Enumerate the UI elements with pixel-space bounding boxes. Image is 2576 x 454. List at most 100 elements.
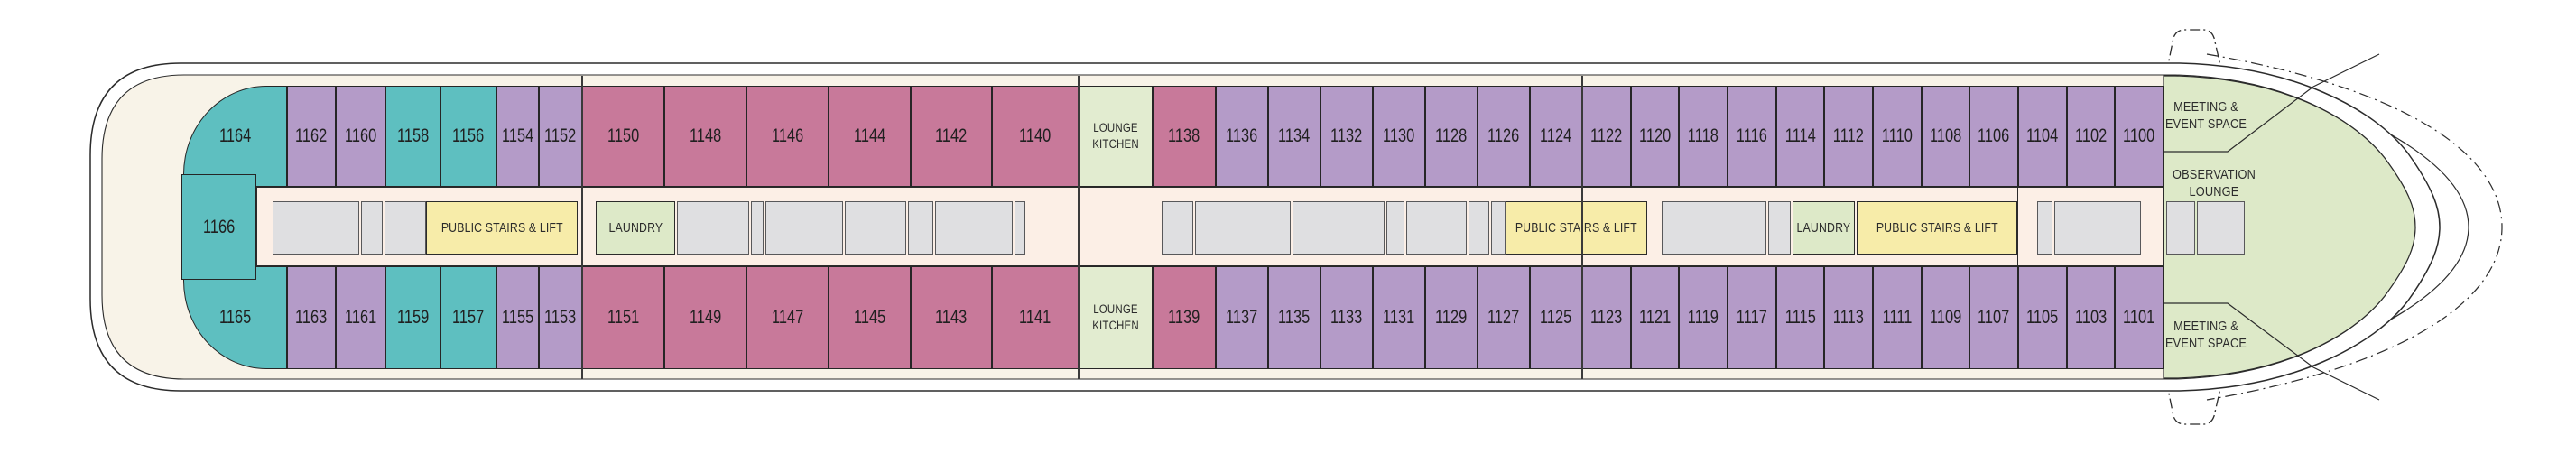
cabin-1132[interactable]: 1132 — [1320, 86, 1373, 187]
cabin-1157[interactable]: 1157 — [440, 266, 496, 369]
cabin-1148[interactable]: 1148 — [664, 86, 746, 187]
cabin-number: 1113 — [1832, 307, 1864, 328]
cabin-1121[interactable]: 1121 — [1631, 266, 1679, 369]
cabin-1106[interactable]: 1106 — [1969, 86, 2018, 187]
cabin-1160[interactable]: 1160 — [336, 86, 385, 187]
laundry-label: LAUNDRY — [1796, 220, 1851, 236]
cabin-1166[interactable]: 1166 — [181, 174, 256, 280]
service-block — [1293, 201, 1385, 255]
cabin-number: 1107 — [1978, 307, 2010, 328]
service-block — [935, 201, 1013, 255]
cabin-number: 1161 — [344, 307, 377, 328]
cabin-1101[interactable]: 1101 — [2115, 266, 2164, 369]
cabin-1155[interactable]: 1155 — [496, 266, 539, 369]
cabin-1123[interactable]: 1123 — [1582, 266, 1631, 369]
cabin-1164[interactable]: 1164 — [183, 86, 287, 187]
cabin-1144[interactable]: 1144 — [829, 86, 911, 187]
cabin-number: 1165 — [218, 307, 252, 328]
cabin-1156[interactable]: 1156 — [440, 86, 496, 187]
cabin-1125[interactable]: 1125 — [1530, 266, 1582, 369]
cabin-1131[interactable]: 1131 — [1373, 266, 1425, 369]
cabin-1134[interactable]: 1134 — [1268, 86, 1320, 187]
service-block — [1662, 201, 1766, 255]
meeting-event-space-top: MEETING & EVENT SPACE — [2164, 100, 2247, 133]
cabin-1115[interactable]: 1115 — [1776, 266, 1824, 369]
laundry-room: LAUNDRY — [596, 201, 675, 255]
cabin-number: 1132 — [1330, 125, 1363, 146]
cabin-1118[interactable]: 1118 — [1679, 86, 1728, 187]
cabin-1136[interactable]: 1136 — [1216, 86, 1268, 187]
cabin-1162[interactable]: 1162 — [287, 86, 336, 187]
cabin-number: 1158 — [396, 125, 430, 146]
cabin-number: 1156 — [452, 125, 485, 146]
cabin-1147[interactable]: 1147 — [746, 266, 829, 369]
cabin-1150[interactable]: 1150 — [582, 86, 664, 187]
cabin-1161[interactable]: 1161 — [336, 266, 385, 369]
cabin-number: 1138 — [1168, 125, 1200, 146]
cabin-1151[interactable]: 1151 — [582, 266, 664, 369]
cabin-1130[interactable]: 1130 — [1373, 86, 1425, 187]
cabin-1102[interactable]: 1102 — [2067, 86, 2115, 187]
cabin-number: 1124 — [1540, 125, 1572, 146]
cabin-1127[interactable]: 1127 — [1478, 266, 1530, 369]
cabin-1129[interactable]: 1129 — [1425, 266, 1478, 369]
lounge-kitchen-top: LOUNGE KITCHEN — [1079, 86, 1153, 187]
cabin-1110[interactable]: 1110 — [1873, 86, 1922, 187]
cabin-1149[interactable]: 1149 — [664, 266, 746, 369]
cabin-1114[interactable]: 1114 — [1776, 86, 1824, 187]
cabin-1139[interactable]: 1139 — [1153, 266, 1216, 369]
cabin-1158[interactable]: 1158 — [385, 86, 440, 187]
cabin-1108[interactable]: 1108 — [1922, 86, 1969, 187]
cabin-1133[interactable]: 1133 — [1320, 266, 1373, 369]
cabin-1113[interactable]: 1113 — [1824, 266, 1873, 369]
cabin-1140[interactable]: 1140 — [992, 86, 1079, 187]
cabin-1104[interactable]: 1104 — [2018, 86, 2067, 187]
cabin-1119[interactable]: 1119 — [1679, 266, 1728, 369]
cabin-number: 1163 — [295, 307, 328, 328]
cabin-1142[interactable]: 1142 — [911, 86, 992, 187]
cabin-number: 1112 — [1832, 125, 1864, 146]
cabin-1103[interactable]: 1103 — [2067, 266, 2115, 369]
cabin-1159[interactable]: 1159 — [385, 266, 440, 369]
lounge-kitchen-bottom: LOUNGE KITCHEN — [1079, 266, 1153, 369]
cabin-number: 1133 — [1330, 307, 1363, 328]
cabin-1109[interactable]: 1109 — [1922, 266, 1969, 369]
section-divider — [581, 76, 583, 379]
cabin-1128[interactable]: 1128 — [1425, 86, 1478, 187]
service-block — [1469, 201, 1489, 255]
cabin-number: 1141 — [1019, 307, 1052, 328]
cabin-1145[interactable]: 1145 — [829, 266, 911, 369]
cabin-number: 1102 — [2074, 125, 2108, 146]
cabin-1117[interactable]: 1117 — [1728, 266, 1776, 369]
cabin-1146[interactable]: 1146 — [746, 86, 829, 187]
cabin-1100[interactable]: 1100 — [2115, 86, 2164, 187]
service-block — [2166, 201, 2195, 255]
cabin-1135[interactable]: 1135 — [1268, 266, 1320, 369]
cabin-1112[interactable]: 1112 — [1824, 86, 1873, 187]
cabin-number: 1116 — [1736, 125, 1767, 146]
service-block — [1386, 201, 1404, 255]
cabin-1111[interactable]: 1111 — [1873, 266, 1922, 369]
cabin-1120[interactable]: 1120 — [1631, 86, 1679, 187]
observation-lounge: OBSERVATION LOUNGE — [2173, 168, 2256, 200]
cabin-1143[interactable]: 1143 — [911, 266, 992, 369]
cabin-1152[interactable]: 1152 — [539, 86, 582, 187]
cabin-number: 1129 — [1435, 307, 1468, 328]
service-block — [765, 201, 843, 255]
cabin-1137[interactable]: 1137 — [1216, 266, 1268, 369]
cabin-1122[interactable]: 1122 — [1582, 86, 1631, 187]
cabin-1165[interactable]: 1165 — [183, 266, 287, 369]
cabin-1105[interactable]: 1105 — [2018, 266, 2067, 369]
cabin-1153[interactable]: 1153 — [539, 266, 582, 369]
cabin-1107[interactable]: 1107 — [1969, 266, 2018, 369]
cabin-1116[interactable]: 1116 — [1728, 86, 1776, 187]
cabin-1126[interactable]: 1126 — [1478, 86, 1530, 187]
cabin-1138[interactable]: 1138 — [1153, 86, 1216, 187]
cabin-1154[interactable]: 1154 — [496, 86, 539, 187]
cabin-1124[interactable]: 1124 — [1530, 86, 1582, 187]
cabin-number: 1111 — [1882, 307, 1913, 328]
cabin-1163[interactable]: 1163 — [287, 266, 336, 369]
service-block — [845, 201, 906, 255]
service-block — [1015, 201, 1025, 255]
cabin-1141[interactable]: 1141 — [992, 266, 1079, 369]
